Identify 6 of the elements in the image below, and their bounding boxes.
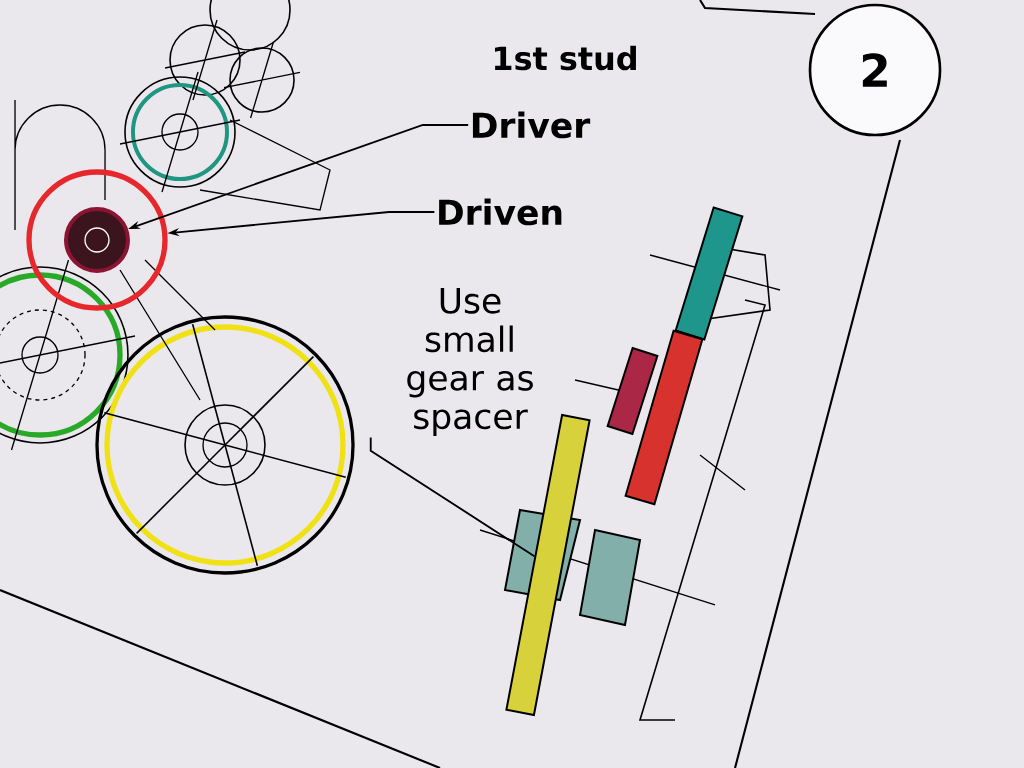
part-label: 1st stud — [495, 45, 636, 71]
leader-line — [369, 436, 536, 558]
driven-gear — [26, 169, 168, 311]
callout-text: Driver — [472, 111, 591, 139]
callout-text: Use small gear as spacer — [407, 288, 533, 436]
callout-text: Driven — [439, 198, 562, 226]
